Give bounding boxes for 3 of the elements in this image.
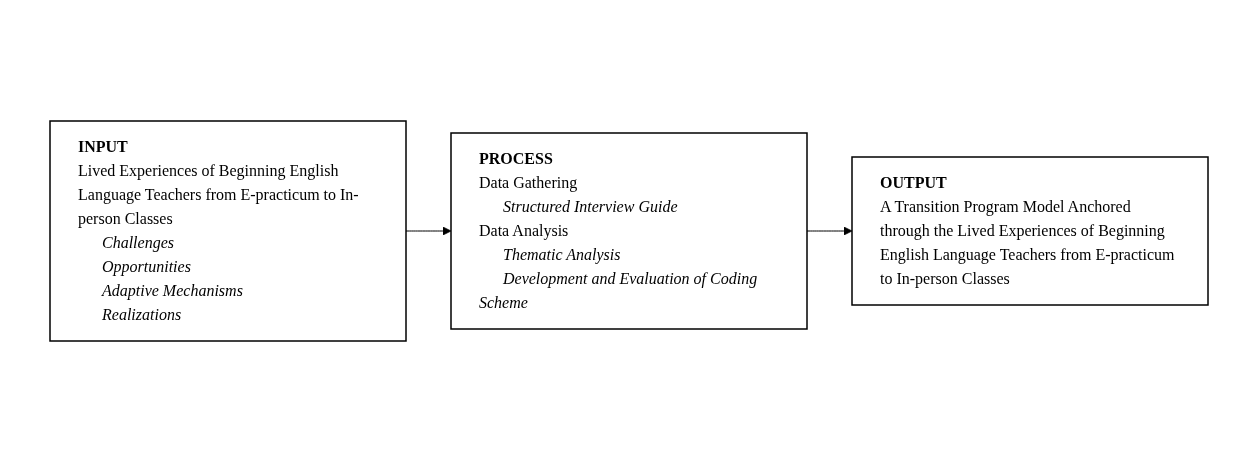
node-box: INPUT Lived Experiences of Beginning English Language Teachers from E-practicum to In-person Classes Challenges Opportunities Adaptive Mechanisms Realizations (49, 119, 407, 342)
node-box: OUTPUT A Transition Program Model Anchored through the Lived Experiences of Beginning English Language Teachers from E-practicum to In-person Classes (851, 155, 1209, 306)
node-box: PROCESS Data Gathering Structured Interview Guide Data Analysis Thematic Analysis Development and Evaluation of Coding Scheme (450, 131, 808, 330)
